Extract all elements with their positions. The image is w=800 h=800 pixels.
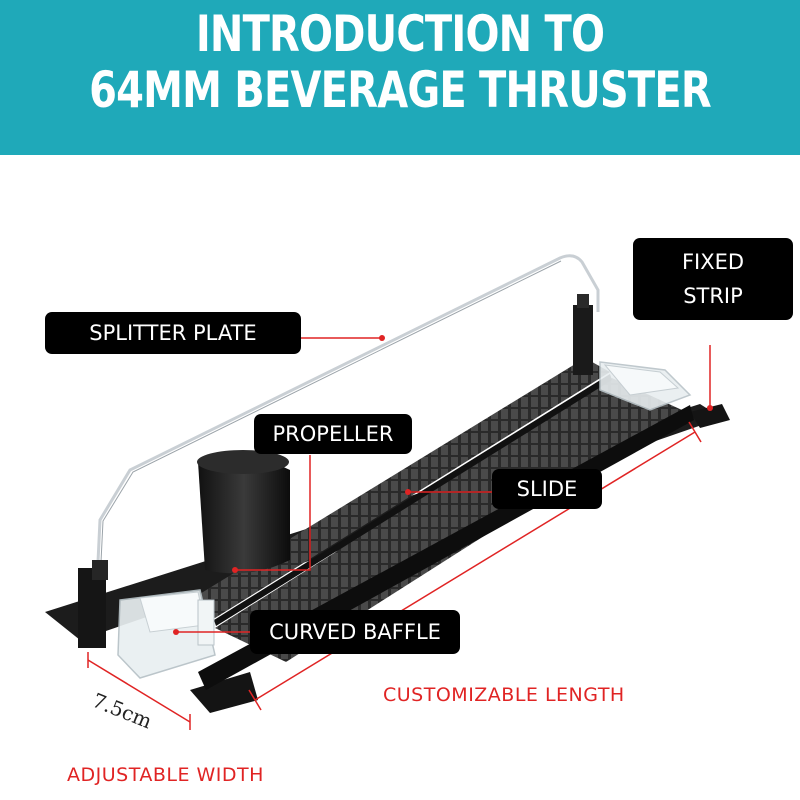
slide-label: SLIDE	[492, 469, 602, 509]
leader-baffle-dot	[173, 629, 179, 635]
splitter-plate-label: SPLITTER PLATE	[45, 312, 301, 354]
slide-track-front	[215, 378, 682, 662]
curved-baffle-label: CURVED BAFFLE	[250, 610, 460, 654]
leader-propeller	[235, 455, 311, 571]
splitter-wire-shadow	[100, 260, 562, 563]
front-post-cap	[92, 560, 108, 580]
rear-clear-block-top	[603, 364, 680, 396]
width-label: ADJUSTABLE WIDTH	[67, 764, 264, 786]
propeller-label: PROPELLER	[254, 414, 412, 454]
front-clear-block-top	[139, 591, 206, 633]
front-foot	[190, 672, 258, 713]
leader-splitter-dot	[379, 335, 385, 341]
splitter-wire	[96, 254, 600, 563]
front-clear-tab	[197, 599, 215, 646]
leader-propeller-dot	[232, 567, 238, 573]
leader-slide-dot	[405, 489, 411, 495]
title-line-2: 64MM BEVERAGE THRUSTER	[89, 61, 712, 119]
length-tick-start	[248, 689, 262, 711]
slide-center-groove	[214, 374, 612, 626]
front-post	[78, 568, 106, 648]
fixed-strip-label: FIXED STRIP	[633, 238, 793, 320]
propeller-body	[198, 455, 290, 574]
title-line-1: INTRODUCTION TO	[195, 5, 605, 63]
width-dimension-line	[87, 659, 191, 723]
leader-fixed-dot	[707, 405, 713, 411]
length-tick-end	[688, 421, 702, 443]
end-foot	[690, 404, 730, 428]
fixed-strip-label-line1: FIXED	[681, 250, 745, 274]
propeller-rim	[197, 450, 289, 474]
rear-post	[573, 305, 593, 375]
fixed-strip-label-line2: STRIP	[683, 284, 743, 308]
slide-track-back	[190, 358, 610, 618]
title-banner: INTRODUCTION TO 64MM BEVERAGE THRUSTER	[0, 0, 800, 155]
length-dimension-line	[254, 431, 696, 701]
length-label: CUSTOMIZABLE LENGTH	[383, 684, 625, 706]
rear-post-cap	[577, 294, 589, 308]
